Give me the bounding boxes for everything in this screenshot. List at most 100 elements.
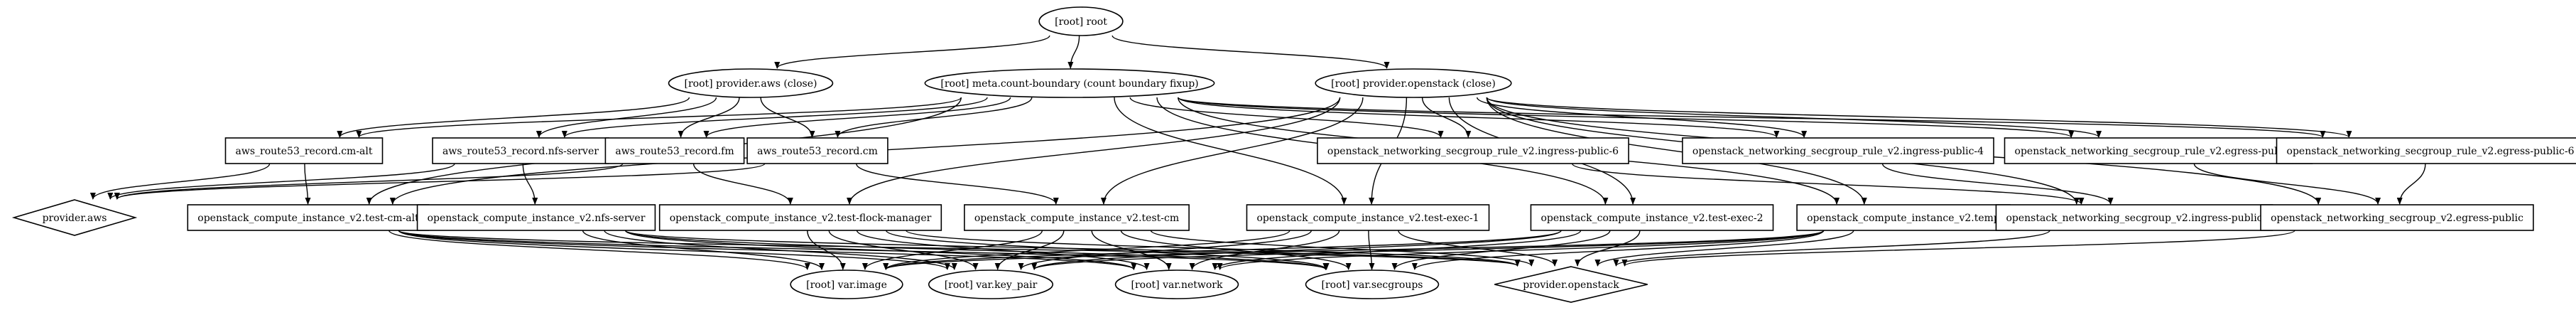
edge-rule_eg4-to-sg_eg (2193, 163, 2381, 205)
edge-r53_fm-to-provider_aws (114, 163, 624, 200)
edge-prov_os_close-to-rule_eg4 (1486, 97, 2102, 138)
edge-ci_nfs-to-var_network (624, 230, 1137, 270)
box-shape (964, 204, 1190, 231)
node-rule-in4: openstack_networking_secgroup_rule_v2.in… (1682, 137, 1994, 164)
node-label: openstack_networking_secgroup_v2.egress-… (2271, 213, 2523, 224)
node-ci-cm-alt: openstack_compute_instance_v2.test-cm-al… (187, 204, 430, 231)
node-label: openstack_compute_instance_v2.test-flock… (670, 213, 932, 224)
edge-r53_fm-to-ci_flock (692, 163, 793, 205)
node-ci-temp: openstack_compute_instance_v2.temp (1796, 204, 2011, 231)
node-root: [root] root (1038, 6, 1124, 36)
edge-ci_exec2-to-var_image (883, 230, 1562, 270)
nodes-layer: [root] root [root] provider.aws (close) [r… (11, 6, 2576, 303)
node-ci-nfs: openstack_compute_instance_v2.nfs-server (416, 204, 656, 231)
edge-r53_cm-to-provider_aws (114, 163, 766, 200)
node-var-network: [root] var.network (1114, 269, 1239, 299)
edge-root-to-prov_aws_close (774, 35, 1050, 69)
node-rule-in6: openstack_networking_secgroup_rule_v2.in… (1317, 137, 1629, 164)
ellipse-shape (1305, 269, 1440, 299)
edge-ci_nfs-to-var_sg (624, 230, 1329, 270)
box-shape (746, 137, 888, 164)
edge-ci_temp-to-provider_os (1594, 230, 1854, 267)
node-provider-aws: provider.aws (11, 199, 138, 236)
node-sg-eg: openstack_networking_secgroup_v2.egress-… (2260, 204, 2534, 231)
node-label: aws_route53_record.fm (615, 146, 734, 157)
node-var-key: [root] var.key_pair (928, 269, 1054, 299)
ellipse-shape (924, 68, 1215, 98)
edge-ci_cm_alt-to-provider_os (398, 230, 1520, 267)
node-ci-exec2: openstack_compute_instance_v2.test-exec-… (1530, 204, 1774, 231)
edge-meta_count-to-ci_exec1 (1114, 97, 1347, 205)
node-r53-cm: aws_route53_record.cm (746, 137, 888, 164)
edge-ci_exec1-to-var_image (883, 230, 1290, 270)
node-label: provider.aws (43, 213, 107, 224)
edge-meta_count-to-rule_in4 (1178, 97, 1780, 138)
edge-prov_aws_close-to-r53_cm_alt (337, 97, 690, 138)
edge-root-to-prov_os_close (1112, 35, 1390, 69)
edge-ci_flock-to-var_sg (886, 230, 1330, 270)
edge-ci_temp-to-var_key (1031, 230, 1825, 270)
edge-r53_cm-to-ci_cm (856, 163, 1059, 205)
node-label: aws_route53_record.cm-alt (235, 146, 372, 157)
node-label: openstack_compute_instance_v2.test-exec-… (1256, 213, 1479, 224)
edge-ci_cm-to-var_image (862, 230, 1043, 270)
box-shape (1246, 204, 1490, 231)
box-shape (658, 204, 942, 231)
node-label: aws_route53_record.cm (757, 146, 878, 157)
node-label: aws_route53_record.nfs-server (442, 146, 599, 157)
box-shape (432, 137, 609, 164)
edge-ci_exec1-to-provider_os (1398, 230, 1558, 267)
edge-ci_flock-to-var_key (828, 230, 979, 270)
edge-prov_os_close-to-ci_cm (1100, 97, 1364, 205)
edge-ci_cm_alt-to-var_network (398, 230, 1137, 270)
node-rule-eg4: openstack_networking_secgroup_rule_v2.eg… (2004, 137, 2313, 164)
diamond-shape (1494, 266, 1648, 303)
edge-prov_os_close-to-rule_in4 (1477, 97, 1808, 138)
box-shape (416, 204, 656, 231)
box-shape (604, 137, 745, 164)
edge-ci_exec1-to-var_key (1018, 230, 1313, 270)
node-var-image: [root] var.image (790, 269, 903, 299)
node-label: [root] provider.openstack (close) (1331, 78, 1496, 90)
node-provider-os: provider.openstack (1494, 266, 1648, 303)
edge-ci_exec2-to-provider_os (1575, 230, 1641, 267)
edge-rule_in6-to-sg_in (1571, 163, 2085, 205)
node-label: [root] provider.aws (close) (685, 78, 817, 90)
edge-meta_count-to-r53_cm_alt (356, 97, 962, 138)
box-shape (1530, 204, 1774, 231)
node-label: provider.openstack (1523, 279, 1619, 291)
edge-ci_exec2-to-var_sg (1391, 230, 1611, 270)
edge-meta_count-to-r53_nfs (562, 97, 988, 138)
node-r53-fm: aws_route53_record.fm (604, 137, 745, 164)
edge-r53_nfs-to-provider_aws (107, 163, 455, 200)
node-prov-os-close: [root] provider.openstack (close) (1315, 68, 1512, 98)
edge-ci_exec2-to-var_key (1031, 230, 1562, 270)
box-shape (1995, 204, 2273, 231)
node-label: openstack_networking_secgroup_rule_v2.eg… (2287, 146, 2575, 157)
edge-ci_nfs-to-var_image (582, 230, 825, 270)
node-label: openstack_compute_instance_v2.test-exec-… (1540, 213, 1763, 224)
node-var-sg: [root] var.secgroups (1305, 269, 1440, 299)
box-shape (2276, 137, 2576, 164)
box-shape (1317, 137, 1629, 164)
edge-prov_aws_close-to-r53_fm (678, 97, 740, 138)
box-shape (224, 137, 384, 164)
edge-meta_count-to-r53_fm (703, 97, 1011, 138)
edge-sg_in-to-provider_os (1613, 230, 2050, 267)
edge-ci_flock-to-var_image (807, 230, 846, 270)
edge-ci_cm_alt-to-var_key (398, 230, 950, 270)
diamond-shape (11, 199, 138, 236)
edge-ci_cm_alt-to-var_sg (398, 230, 1329, 270)
ellipse-shape (1114, 269, 1239, 299)
node-label: openstack_networking_secgroup_v2.ingress… (2006, 213, 2262, 224)
box-shape (2004, 137, 2313, 164)
node-label: openstack_compute_instance_v2.temp (1807, 213, 2000, 224)
edge-rule_in4-to-sg_in (1881, 163, 2114, 205)
edge-ci_temp-to-var_network (1217, 230, 1825, 270)
node-ci-exec1: openstack_compute_instance_v2.test-exec-… (1246, 204, 1490, 231)
node-label: [root] meta.count-boundary (count bounda… (940, 78, 1198, 90)
edge-prov_os_close-to-rule_eg6 (1486, 97, 2352, 138)
ellipse-shape (928, 269, 1054, 299)
node-r53-nfs: aws_route53_record.nfs-server (432, 137, 609, 164)
node-label: openstack_networking_secgroup_rule_v2.in… (1692, 146, 1984, 157)
